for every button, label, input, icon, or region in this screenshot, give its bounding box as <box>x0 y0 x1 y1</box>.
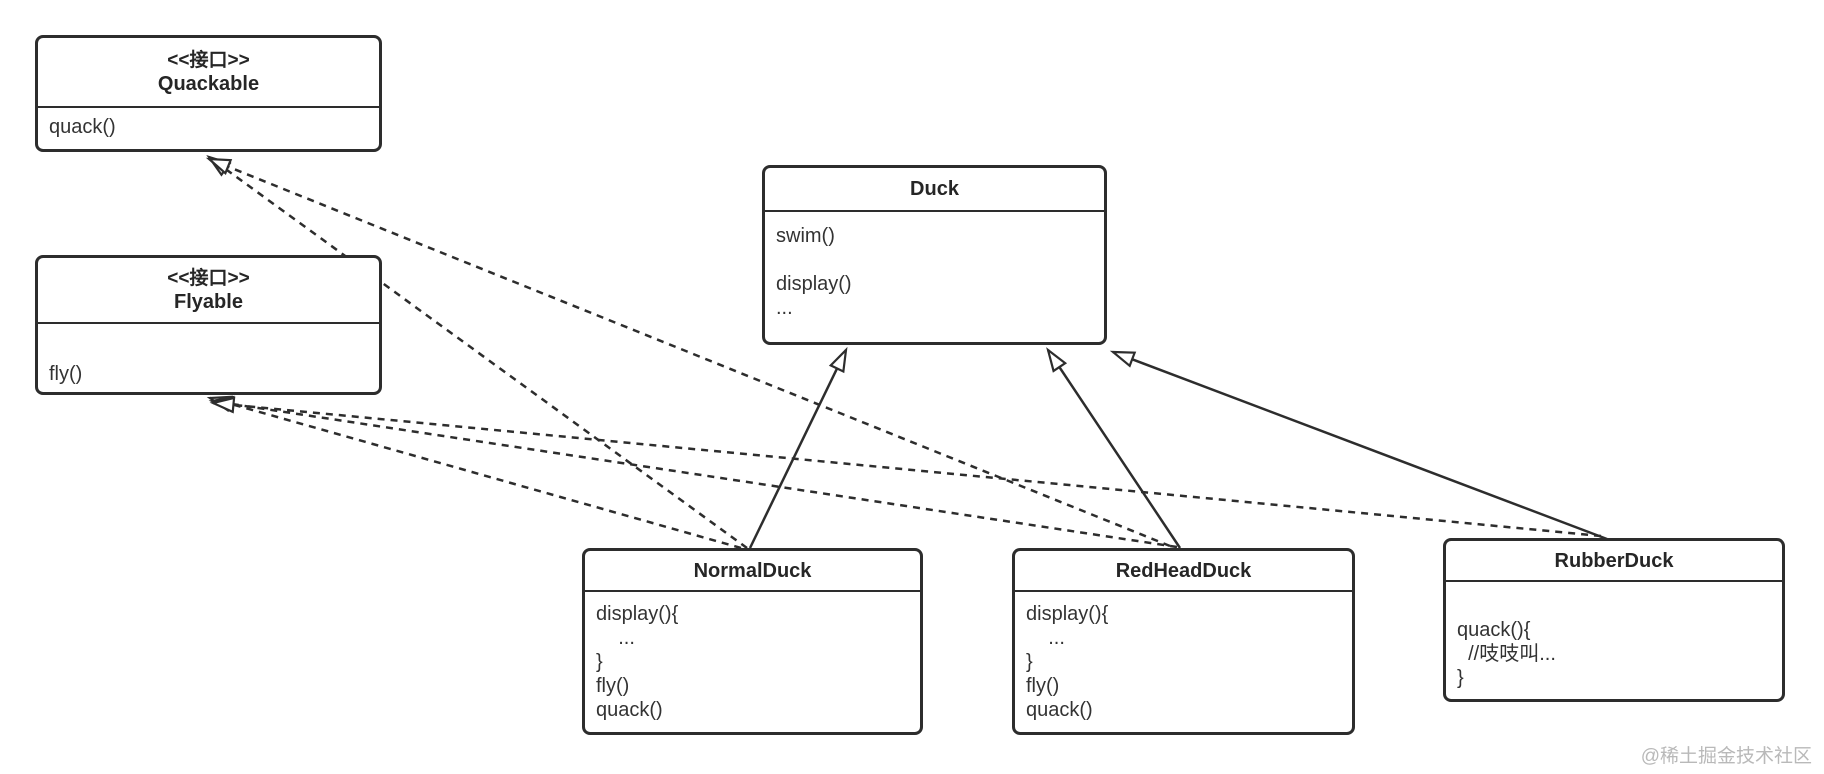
class-box-normalduck: NormalDuck display(){ ... } fly() quack(… <box>582 548 923 735</box>
normalduck-header: NormalDuck <box>585 551 920 592</box>
normalduck-methods: display(){ ... } fly() quack() <box>585 592 920 722</box>
method-line: quack() <box>1026 699 1093 721</box>
redheadduck-header: RedHeadDuck <box>1015 551 1352 592</box>
method-line: } <box>596 651 603 673</box>
flyable-methods: fly() <box>38 324 379 386</box>
method-line: fly() <box>49 363 83 385</box>
edge-redheadduck-to-flyable <box>208 395 1178 549</box>
method-line: //吱吱叫... <box>1457 643 1556 665</box>
method-line: ... <box>596 627 635 649</box>
class-box-flyable: <<接口>> Flyable fly() <box>35 255 382 395</box>
class-box-rubberduck: RubberDuck quack(){ //吱吱叫... } <box>1443 538 1785 702</box>
watermark-text: @稀土掘金技术社区 <box>1640 746 1812 767</box>
edge-rubberduck-to-duck <box>1109 350 1608 541</box>
method-line: fly() <box>1026 675 1060 697</box>
duck-header: Duck <box>765 168 1104 212</box>
class-box-redheadduck: RedHeadDuck display(){ ... } fly() quack… <box>1012 548 1355 735</box>
method-line: display() <box>776 273 852 295</box>
redheadduck-class-name: RedHeadDuck <box>1115 559 1252 582</box>
method-line: quack(){ <box>1457 619 1531 641</box>
method-line: display(){ <box>1026 603 1109 625</box>
normalduck-class-name: NormalDuck <box>693 559 812 582</box>
edge-normalduck-to-duck <box>748 346 848 549</box>
quackable-header: <<接口>> Quackable <box>38 38 379 108</box>
edge-rubberduck-to-flyable <box>209 396 1602 538</box>
method-line: fly() <box>596 675 630 697</box>
flyable-header: <<接口>> Flyable <box>38 258 379 324</box>
method-line: display(){ <box>596 603 679 625</box>
redheadduck-methods: display(){ ... } fly() quack() <box>1015 592 1352 722</box>
duck-methods: swim() display() ... <box>765 212 1104 320</box>
class-box-duck: Duck swim() display() ... <box>762 165 1107 345</box>
class-box-quackable: <<接口>> Quackable quack() <box>35 35 382 152</box>
duck-class-name: Duck <box>910 178 959 200</box>
flyable-class-name: Flyable <box>174 290 243 313</box>
quackable-stereotype: <<接口>> <box>167 49 250 71</box>
method-line: ... <box>776 297 793 319</box>
method-line: } <box>1457 667 1464 689</box>
method-line: quack() <box>596 699 663 721</box>
method-line: ... <box>1026 627 1065 649</box>
method-line: quack() <box>49 116 116 138</box>
edge-redheadduck-to-quackable <box>205 157 1171 548</box>
rubberduck-header: RubberDuck <box>1446 541 1782 582</box>
rubberduck-methods: quack(){ //吱吱叫... } <box>1446 582 1782 690</box>
method-line <box>776 248 1098 272</box>
edge-normalduck-to-quackable <box>206 154 748 550</box>
method-line: swim() <box>776 225 835 247</box>
quackable-methods: quack() <box>38 108 379 139</box>
flyable-stereotype: <<接口>> <box>167 267 250 289</box>
method-line: } <box>1026 651 1033 673</box>
quackable-class-name: Quackable <box>157 72 260 95</box>
rubberduck-class-name: RubberDuck <box>1554 549 1674 572</box>
edge-normalduck-to-flyable <box>206 395 742 550</box>
edge-redheadduck-to-duck <box>1046 347 1182 549</box>
